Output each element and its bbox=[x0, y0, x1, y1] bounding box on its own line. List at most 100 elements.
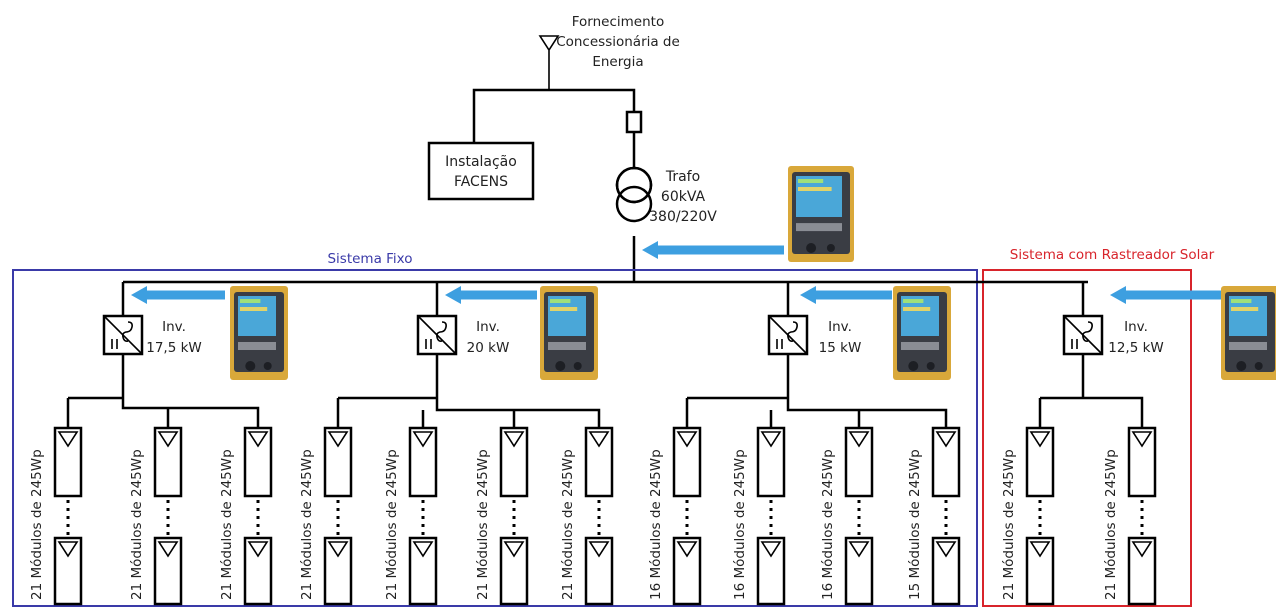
inverter-label-line-1: Inv. bbox=[476, 319, 500, 335]
analyzer-photo-transformer bbox=[788, 166, 854, 262]
installation-box bbox=[427, 141, 535, 201]
pv-module-icon bbox=[844, 426, 874, 498]
pv-module-icon bbox=[756, 426, 786, 498]
pv-module-icon bbox=[1127, 536, 1157, 606]
inverter-label-line-1: Inv. bbox=[1124, 319, 1148, 335]
measurement-arrow-inverter-1 bbox=[131, 286, 225, 304]
tracker-system-title: Sistema com Rastreador Solar bbox=[1010, 247, 1215, 263]
string-label: 16 Módulos de 245Wp bbox=[648, 449, 664, 600]
analyzer-photo-inverter-2 bbox=[540, 286, 598, 380]
inverter-4: Inv. 12,5 kW 21 Módulos de 245Wp 21 Módulos… bbox=[1001, 282, 1164, 606]
pv-module-icon bbox=[243, 536, 273, 606]
pv-module-icon bbox=[153, 426, 183, 498]
transformer-label-line-2: 60kVA bbox=[661, 189, 706, 205]
installation-label-line-2: FACENS bbox=[454, 174, 508, 190]
string-label: 21 Módulos de 245Wp bbox=[299, 449, 315, 600]
pv-module-icon bbox=[672, 536, 702, 606]
pv-module-icon bbox=[323, 426, 353, 498]
measurement-arrow-inverter-4 bbox=[1110, 286, 1221, 304]
pv-module-icon bbox=[499, 426, 529, 498]
pv-module-icon bbox=[499, 536, 529, 606]
pv-string: 21 Módulos de 245Wp bbox=[219, 426, 273, 606]
measurement-arrow-inverter-3 bbox=[800, 286, 892, 304]
pv-module-icon bbox=[53, 426, 83, 498]
installation-label-line-1: Instalação bbox=[445, 154, 517, 170]
supply-connection bbox=[472, 88, 636, 282]
facens-installation: Instalação FACENS bbox=[427, 141, 535, 201]
pv-module-icon bbox=[1127, 426, 1157, 498]
measurement-points bbox=[131, 166, 1276, 380]
pv-module-icon bbox=[1025, 536, 1055, 606]
pv-string: 21 Módulos de 245Wp bbox=[384, 426, 438, 606]
utility-supply: Fornecimento Concessionária de Energia bbox=[538, 14, 680, 90]
inverter-icon bbox=[102, 314, 144, 356]
inverter-2: Inv. 20 kW 21 Módulos de 245Wp 21 Módulos d… bbox=[299, 282, 614, 606]
pv-module-icon bbox=[408, 536, 438, 606]
antenna-icon bbox=[538, 35, 560, 90]
transformer-icon bbox=[615, 166, 653, 223]
fixed-system-title: Sistema Fixo bbox=[327, 251, 412, 267]
fuse-icon bbox=[625, 110, 643, 134]
pv-string: 21 Módulos de 245Wp bbox=[560, 426, 614, 606]
pv-module-icon bbox=[672, 426, 702, 498]
string-label: 21 Módulos de 245Wp bbox=[1001, 449, 1017, 600]
inverter-rating: 17,5 kW bbox=[146, 340, 202, 356]
string-label: 21 Módulos de 245Wp bbox=[1103, 449, 1119, 600]
dc-combiner bbox=[336, 354, 601, 428]
transformer: Trafo 60kVA 380/220V bbox=[615, 166, 717, 225]
analyzer-photo-inverter-3 bbox=[893, 286, 951, 380]
pv-module-icon bbox=[153, 536, 183, 606]
inverter-label-line-1: Inv. bbox=[828, 319, 852, 335]
measurement-arrow-transformer bbox=[642, 241, 784, 259]
string-label: 21 Módulos de 245Wp bbox=[475, 449, 491, 600]
pv-module-icon bbox=[584, 426, 614, 498]
inverter-label-line-1: Inv. bbox=[162, 319, 186, 335]
inverter-icon bbox=[1062, 314, 1104, 356]
pv-module-icon bbox=[408, 426, 438, 498]
pv-string: 21 Módulos de 245Wp bbox=[299, 426, 353, 606]
pv-string: 21 Módulos de 245Wp bbox=[29, 426, 83, 606]
string-label: 21 Módulos de 245Wp bbox=[129, 449, 145, 600]
supply-label-line-3: Energia bbox=[592, 54, 643, 70]
supply-label-line-2: Concessionária de bbox=[556, 34, 680, 50]
analyzer-photo-inverter-1 bbox=[230, 286, 288, 380]
pv-string: 21 Módulos de 245Wp bbox=[129, 426, 183, 606]
inverter-icon bbox=[767, 314, 809, 356]
supply-label-line-1: Fornecimento bbox=[572, 14, 664, 30]
analyzer-photo-inverter-4 bbox=[1221, 286, 1276, 380]
pv-module-icon bbox=[1025, 426, 1055, 498]
string-label: 21 Módulos de 245Wp bbox=[219, 449, 235, 600]
inverter-3: Inv. 15 kW 16 Módulos de 245Wp 16 Módulos d… bbox=[648, 282, 961, 606]
inverter-icon bbox=[416, 314, 458, 356]
pv-string: 16 Módulos de 245Wp bbox=[648, 426, 702, 606]
dc-combiner bbox=[1038, 354, 1144, 428]
pv-string: 21 Módulos de 245Wp bbox=[1001, 426, 1055, 606]
pv-string: 16 Módulos de 245Wp bbox=[732, 426, 786, 606]
string-label: 21 Módulos de 245Wp bbox=[29, 449, 45, 600]
string-label: 21 Módulos de 245Wp bbox=[560, 449, 576, 600]
transformer-label-line-1: Trafo bbox=[665, 169, 700, 185]
inverter-rating: 15 kW bbox=[819, 340, 862, 356]
inverter-rating: 20 kW bbox=[467, 340, 510, 356]
pv-string: 21 Módulos de 245Wp bbox=[475, 426, 529, 606]
transformer-label-line-3: 380/220V bbox=[649, 209, 717, 225]
pv-module-icon bbox=[584, 536, 614, 606]
string-label: 16 Módulos de 245Wp bbox=[732, 449, 748, 600]
string-label: 16 Módulos de 245Wp bbox=[820, 449, 836, 600]
measurement-arrow-inverter-2 bbox=[445, 286, 537, 304]
pv-module-icon bbox=[931, 536, 961, 606]
string-label: 15 Módulos de 245Wp bbox=[907, 449, 923, 600]
dc-combiner bbox=[66, 354, 260, 428]
inverter-1: Inv. 17,5 kW 21 Módulos de 245Wp 21 Módulos… bbox=[29, 282, 273, 606]
pv-module-icon bbox=[243, 426, 273, 498]
pv-string: 21 Módulos de 245Wp bbox=[1103, 426, 1157, 606]
inverters: Inv. 17,5 kW 21 Módulos de 245Wp 21 Módulos… bbox=[29, 282, 1164, 606]
pv-string: 16 Módulos de 245Wp bbox=[820, 426, 874, 606]
pv-module-icon bbox=[756, 536, 786, 606]
string-label: 21 Módulos de 245Wp bbox=[384, 449, 400, 600]
fixed-system-boundary bbox=[12, 269, 978, 607]
tracker-system-boundary bbox=[982, 269, 1192, 607]
inverter-rating: 12,5 kW bbox=[1108, 340, 1164, 356]
pv-module-icon bbox=[323, 536, 353, 606]
dc-combiner bbox=[685, 354, 948, 428]
